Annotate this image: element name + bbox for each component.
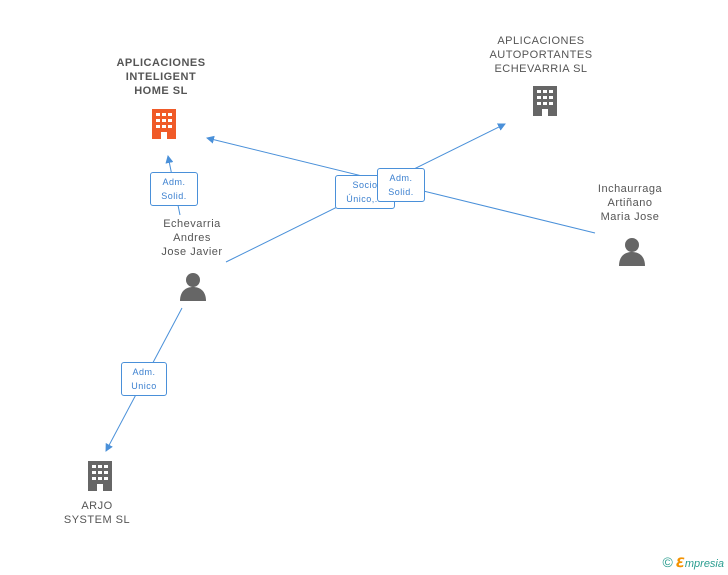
label-line: ARJO bbox=[81, 500, 113, 512]
label-line: Echevarria bbox=[163, 218, 221, 230]
edge-label-line: Adm. bbox=[132, 367, 156, 377]
person-echevarria-label[interactable]: Echevarria Andres Jose Javier bbox=[140, 217, 244, 259]
brand-name: mpresia bbox=[684, 558, 724, 570]
label-line: APLICACIONES bbox=[497, 35, 585, 47]
label-line: INTELIGENT bbox=[125, 71, 197, 83]
label-line: APLICACIONES bbox=[116, 57, 206, 69]
edge-label-adm-solid[interactable]: Adm. Solid. bbox=[150, 172, 198, 206]
person-icon[interactable] bbox=[617, 236, 647, 266]
edge-label-line: Adm. bbox=[162, 177, 186, 187]
edge-label-adm-solid[interactable]: Adm. Solid. bbox=[377, 168, 425, 202]
building-icon[interactable] bbox=[86, 459, 114, 493]
label-line: Maria Jose bbox=[600, 211, 660, 223]
edge-label-adm-unico[interactable]: Adm. Unico bbox=[121, 362, 167, 396]
company-inteligent-home-label[interactable]: APLICACIONES INTELIGENT HOME SL bbox=[106, 56, 216, 98]
label-line: Andres bbox=[173, 232, 211, 244]
label-line: Inchaurraga bbox=[597, 183, 663, 195]
edge-label-line: Socio bbox=[352, 180, 378, 190]
brand-footer[interactable]: © ℇmpresia bbox=[662, 554, 724, 571]
label-line: AUTOPORTANTES bbox=[489, 49, 593, 61]
edge-label-line: Adm. bbox=[389, 173, 413, 183]
copyright-icon: © bbox=[662, 554, 673, 570]
person-icon[interactable] bbox=[178, 271, 208, 301]
label-line: SYSTEM SL bbox=[63, 514, 131, 526]
company-arjo-label[interactable]: ARJO SYSTEM SL bbox=[52, 499, 142, 527]
person-inchaurraga-label[interactable]: Inchaurraga Artiñano Maria Jose bbox=[578, 182, 682, 224]
label-line: Jose Javier bbox=[161, 246, 223, 258]
edge-label-line: Solid. bbox=[388, 187, 414, 197]
label-line: HOME SL bbox=[134, 85, 188, 97]
edge-label-line: Único,... bbox=[346, 194, 384, 204]
label-line: Artiñano bbox=[607, 197, 653, 209]
edge-label-line: Solid. bbox=[161, 191, 187, 201]
company-autoportantes-label[interactable]: APLICACIONES AUTOPORTANTES ECHEVARRIA SL bbox=[476, 34, 606, 76]
building-icon[interactable] bbox=[531, 84, 559, 118]
label-line: ECHEVARRIA SL bbox=[494, 63, 588, 75]
brand-logo-e: ℇ bbox=[675, 555, 685, 570]
building-icon[interactable] bbox=[150, 107, 178, 141]
edge-label-line: Unico bbox=[131, 381, 157, 391]
